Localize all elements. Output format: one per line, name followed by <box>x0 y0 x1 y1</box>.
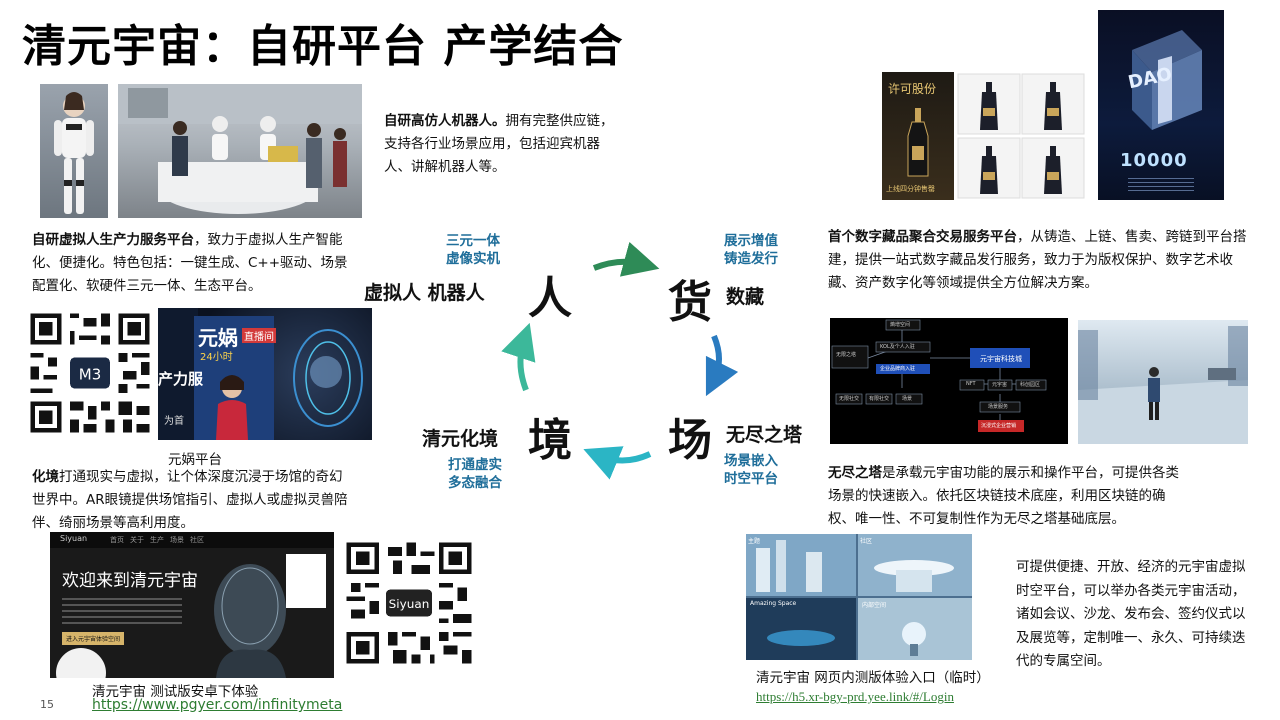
cycle-chang: 场 <box>668 415 712 466</box>
android-nav-item[interactable]: 场景 <box>170 536 184 544</box>
chang-tag: 场景嵌入时空平台 <box>724 453 778 487</box>
nft-poster-liquor: 许可股份 上线四分钟售罄 <box>882 72 954 200</box>
yuanmi-screen-sub1: 直播间 <box>242 328 276 343</box>
android-caption: 清元宇宙 测试版安卓下体验 <box>92 684 259 700</box>
yuanmi-screen-side2: 为首 <box>164 416 184 427</box>
dao-number: 10000 <box>1120 150 1188 171</box>
diagram-center: 元宇宙科技城 <box>980 355 1022 363</box>
yuanmi-caption: 元娲平台 <box>168 452 222 468</box>
robot-exhibit-photo <box>118 84 362 218</box>
yuanmi-qr-code[interactable]: M3 <box>26 308 154 438</box>
jing-label: 清元化境 <box>422 428 499 450</box>
huo-tag: 展示增值铸造发行 <box>724 233 778 267</box>
nft-description: 首个数字藏品聚合交易服务平台，从铸造、上链、售卖、跨链到平台搭建，提供一站式数字… <box>828 229 1247 291</box>
huajing-description: 化境打通现实与虚拟，让个体深度沉浸于场馆的奇幻世界中。AR眼镜提供场馆指引、虚拟… <box>32 469 348 531</box>
android-enter-button[interactable]: 进入元宇宙体验空间 <box>62 632 125 645</box>
cycle-jing: 境 <box>528 415 572 466</box>
yuanmi-screen-sub2: 24小时 <box>200 352 233 363</box>
nft-poster-foot: 上线四分钟售罄 <box>886 185 935 193</box>
nft-bottle-grid <box>956 72 1086 200</box>
cycle-ren: 人 <box>528 273 572 324</box>
diagram-left1: 无限之塔 <box>836 352 857 358</box>
arrow-chang-to-jing <box>583 446 652 480</box>
diagram-b2: 元宇宙 <box>992 382 1008 388</box>
ren-label: 虚拟人 机器人 <box>364 282 485 304</box>
android-welcome: 欢迎来到清元宇宙 <box>62 571 198 591</box>
yuanmi-screenshot: 元娲 直播间 24小时 产力服 为首 <box>158 308 372 440</box>
metaverse-web-link[interactable]: https://h5.xr-bgy-prd.yee.link/#/Login <box>756 689 954 704</box>
page-title: 清元宇宙：自研平台 产学结合 <box>22 21 624 72</box>
cycle-huo: 货 <box>668 277 712 328</box>
diagram-left3: 企业品牌商入驻 <box>880 366 916 372</box>
android-nav-item[interactable]: 社区 <box>190 536 204 544</box>
metaverse-thumb1[interactable]: Amazing Space <box>750 600 797 607</box>
liquor-bottle-icon <box>907 108 929 177</box>
diagram-top: 熵增空间 <box>890 322 911 328</box>
arrow-jing-to-ren <box>501 322 536 392</box>
dao-foot-lines <box>1128 178 1194 194</box>
jing-tag: 打通虚实多态融合 <box>448 457 502 491</box>
nft-poster-title: 许可股份 <box>888 82 937 96</box>
android-inner-qr <box>286 554 326 608</box>
diagram-bl3: 场景 <box>902 396 913 402</box>
huo-label: 数藏 <box>726 286 765 308</box>
android-download-link[interactable]: https://www.pgyer.com/infinitymeta <box>92 697 343 713</box>
ren-tag: 三元一体虚像实机 <box>446 233 500 267</box>
dao-cube-icon <box>1132 30 1202 130</box>
android-brand: Siyuan <box>60 534 88 543</box>
android-nav-item[interactable]: 关于 <box>130 536 144 544</box>
android-nav-item[interactable]: 生产 <box>150 536 164 544</box>
android-nav-item[interactable]: 首页 <box>110 536 124 544</box>
virtual-human-description: 自研虚拟人生产力服务平台，致力于虚拟人生产智能化、便捷化。特色包括：一键生成、C… <box>32 232 348 294</box>
yuanmi-screen-side: 产力服 <box>158 370 204 388</box>
android-text-block <box>62 598 182 628</box>
dao-nft-poster: DAO 10000 <box>1098 10 1224 200</box>
metaverse-thumb-top2: 社区 <box>860 538 873 545</box>
robot-description: 自研高仿人机器人。拥有完整供应链，支持各行业场景应用，包括迎宾机器人、讲解机器人… <box>384 113 614 175</box>
page-number: 15 <box>40 698 54 711</box>
android-head-silhouette <box>214 564 286 678</box>
diagram-b3: 科创园区 <box>1020 382 1041 388</box>
diagram-b1: NFT <box>966 381 976 387</box>
diagram-bl2: 有限社交 <box>869 396 890 402</box>
diagram-left2: KOL及个人入驻 <box>880 344 915 350</box>
cycle-arrows <box>501 241 739 480</box>
tower-diagram: 熵增空间 无限之塔 KOL及个人入驻 企业品牌商入驻 元宇宙科技城 NFT 元宇… <box>830 318 1068 444</box>
chang-label: 无尽之塔 <box>726 424 803 446</box>
diagram-b4: 场景服务 <box>988 404 1009 410</box>
metaverse-description: 可提供便捷、开放、经济的元宇宙虚拟时空平台，可以举办各类元宇宙活动，诸如会议、沙… <box>1016 559 1246 669</box>
android-app-header: Siyuan 首页 关于 生产 场景 社区 <box>50 532 334 548</box>
diagram-bl1: 无限社交 <box>839 396 860 402</box>
tower-3d-space <box>1078 320 1248 444</box>
yuanmi-screen-title: 元娲 <box>198 326 238 350</box>
tower-description: 无尽之塔是承载元宇宙功能的展示和操作平台，可提供各类场景的快速嵌入。依托区块链技… <box>828 465 1179 527</box>
metaverse-thumb2[interactable]: 内部空间 <box>862 602 887 609</box>
android-app-screenshot: Siyuan 首页 关于 生产 场景 社区 欢迎来到清元宇宙 进入元宇宙体验空间 <box>50 532 334 678</box>
metaverse-thumb-top1: 主题 <box>748 538 761 545</box>
svg-text:M3: M3 <box>79 366 102 384</box>
diagram-red: 沉浸式企业营销 <box>981 423 1017 429</box>
android-qr-brand: Siyuan <box>389 597 430 611</box>
robot-photo-single <box>40 84 108 218</box>
android-qr-code[interactable]: Siyuan <box>342 538 476 668</box>
arrow-ren-to-huo <box>592 241 660 277</box>
metaverse-caption: 清元宇宙 网页内测版体验入口（临时） <box>756 670 990 686</box>
android-circle-decor <box>56 648 106 678</box>
metaverse-web-screenshot: 主题 社区 Amazing Space 内部空间 <box>746 534 972 660</box>
arrow-huo-to-chang <box>705 334 739 397</box>
